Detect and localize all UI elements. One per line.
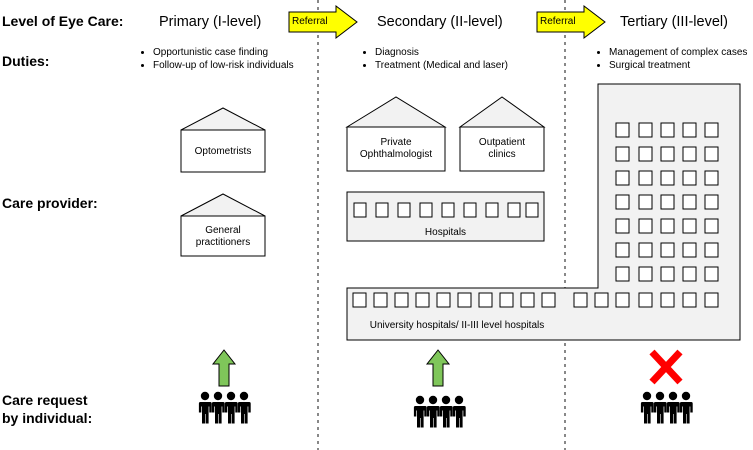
provider-label-gp: General practitioners (195, 225, 251, 248)
row-label-request-1: Care request (2, 392, 88, 408)
up-arrow-icon-primary (211, 349, 237, 387)
duties-secondary: Diagnosis Treatment (Medical and laser) (362, 46, 508, 72)
referral-arrow-2 (536, 4, 606, 40)
up-arrow-icon-secondary (425, 349, 451, 387)
people-group-icon-secondary (413, 395, 466, 428)
referral-arrow-1 (288, 4, 358, 40)
duty-item: Surgical treatment (609, 59, 747, 72)
people-group-icon-primary (198, 391, 251, 424)
duty-item: Management of complex cases (609, 46, 747, 59)
duty-item: Opportunistic case finding (153, 46, 294, 59)
provider-label-university: University hospitals/ II-III level hospi… (369, 320, 545, 331)
row-label-level: Level of Eye Care: (2, 13, 124, 29)
duty-item: Diagnosis (375, 46, 508, 59)
duties-tertiary: Management of complex cases Surgical tre… (596, 46, 747, 72)
red-cross-icon (649, 349, 683, 385)
private-ophthalmologist-house-icon (345, 96, 447, 172)
referral-label-2: Referral (540, 16, 576, 27)
optometrists-house-icon (180, 107, 266, 173)
level-name-tertiary: Tertiary (III-level) (620, 14, 728, 30)
duty-item: Follow-up of low-risk individuals (153, 59, 294, 72)
provider-label-hospitals: Hospitals (424, 227, 467, 238)
gp-house-icon (180, 193, 266, 257)
people-group-icon-tertiary (640, 391, 693, 424)
referral-label-1: Referral (292, 16, 328, 27)
row-label-duties: Duties: (2, 53, 50, 69)
level-name-secondary: Secondary (II-level) (377, 14, 503, 30)
university-windows-wing (352, 292, 609, 308)
hospitals-windows (353, 202, 539, 218)
duty-item: Treatment (Medical and laser) (375, 59, 508, 72)
provider-label-optometrists: Optometrists (194, 146, 252, 157)
outpatient-clinics-house-icon (458, 96, 546, 172)
row-label-provider: Care provider: (2, 195, 98, 211)
provider-label-private-ophthalmologist: Private Ophthalmologist (359, 137, 433, 160)
level-name-primary: Primary (I-level) (159, 14, 262, 30)
provider-label-outpatient: Outpatient clinics (478, 137, 526, 160)
university-windows-tower (615, 122, 719, 308)
duties-primary: Opportunistic case finding Follow-up of … (140, 46, 294, 72)
row-label-request-2: by individual: (2, 410, 93, 426)
